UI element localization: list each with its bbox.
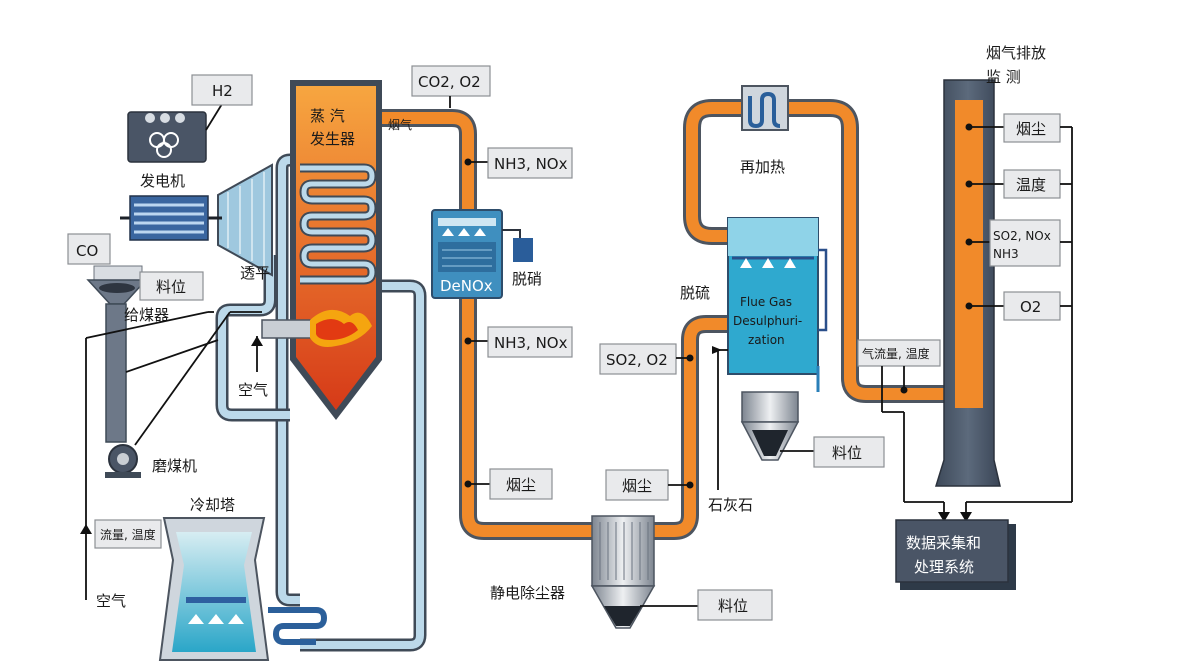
stack: 烟气排放 监 测 烟尘 温度 SO2, NOx NH3 O2 气流量, 温度 <box>857 44 1061 487</box>
stack-so2-nox-label: SO2, NOx <box>993 229 1051 243</box>
esp-label: 静电除尘器 <box>490 584 565 602</box>
gypsum-level-label: 料位 <box>832 444 862 462</box>
gypsum-level-box <box>813 436 885 468</box>
fgd-label-2: Desulphuri- <box>733 314 802 328</box>
signal-lines <box>882 126 1073 522</box>
gas-flow-temp-label: 气流量, 温度 <box>862 346 930 361</box>
cooling-tower: 冷却塔 <box>158 496 328 661</box>
so2-o2-box <box>599 343 677 375</box>
gypsum-hopper <box>741 391 799 423</box>
desulfurization-label: 脱硫 <box>680 284 710 302</box>
co2-o2-box <box>411 65 491 97</box>
denox-label: DeNOx <box>440 277 493 295</box>
daq-box <box>895 519 1009 583</box>
limestone-label: 石灰石 <box>708 496 753 514</box>
coal-pipe <box>105 303 127 443</box>
reheater: 再加热 <box>740 85 789 176</box>
denitration-label: 脱硝 <box>512 270 542 288</box>
gas-flow-temp-box <box>857 339 941 367</box>
steam-generator-label-1: 蒸 汽 <box>310 107 345 125</box>
generator: 发电机 H2 <box>120 74 253 241</box>
ammonia-tank <box>513 238 533 262</box>
h2-label: H2 <box>212 82 233 100</box>
stack-nh3-label: NH3 <box>993 247 1019 261</box>
stack-temp-box <box>1003 169 1061 199</box>
nh3-nox-label-1: NH3, NOx <box>494 155 568 173</box>
co-label-box <box>67 233 111 265</box>
h2-label-box <box>191 74 253 106</box>
stack-dust-box <box>1003 113 1061 143</box>
co2-o2-label: CO2, O2 <box>418 73 481 91</box>
dust-label-2: 烟尘 <box>622 477 652 495</box>
reheat-label: 再加热 <box>740 158 785 176</box>
steam-generator: 蒸 汽 发生器 <box>261 80 382 420</box>
coal-feeder-label: 给煤器 <box>124 306 169 324</box>
stack-title-1: 烟气排放 <box>986 44 1046 62</box>
fgd-absorber: Flue Gas Desulphuri- zation 脱硫 石灰石 料位 <box>680 217 885 514</box>
stack-so2-nox-box <box>989 219 1061 267</box>
esp-level-box <box>697 589 773 621</box>
steam-water-pipes <box>215 153 427 652</box>
flue-gas-label: 烟气 <box>388 117 412 132</box>
daq-label-2: 处理系统 <box>914 558 974 576</box>
fgd-label-1: Flue Gas <box>740 295 792 309</box>
turbine-label: 透平 <box>240 264 270 282</box>
esp-body <box>591 515 655 587</box>
stack-o2-label: O2 <box>1020 298 1041 316</box>
coal-mill-label: 磨煤机 <box>152 457 197 475</box>
dust-label-1: 烟尘 <box>506 476 536 494</box>
flow-temp-label: 流量, 温度 <box>100 527 156 542</box>
esp-level-label: 料位 <box>718 597 748 615</box>
stack-temp-label: 温度 <box>1016 176 1046 194</box>
cooling-tower-label: 冷却塔 <box>190 496 235 514</box>
fgd-label-3: zation <box>748 333 785 347</box>
stack-flue <box>955 100 983 408</box>
electrostatic-precipitator: 静电除尘器 料位 <box>490 515 773 629</box>
duct-analyzers: CO2, O2 NH3, NOx NH3, NOx 烟尘 <box>411 65 573 500</box>
data-acquisition-system: 数据采集和 处理系统 <box>895 519 1016 590</box>
so2-o2-label: SO2, O2 <box>606 351 668 369</box>
flow-temp-box <box>94 519 162 549</box>
nh3-nox-box-2 <box>487 326 573 358</box>
steam-generator-label-2: 发生器 <box>310 130 355 148</box>
denox-unit: DeNOx 脱硝 <box>431 209 542 299</box>
coal-feed-system: CO 磨煤机 料位 给煤器 空气 流量, 温度 空气 <box>67 233 268 610</box>
stack-dust-label: 烟尘 <box>1016 120 1046 138</box>
turbine: 透平 <box>217 163 273 282</box>
daq-label-1: 数据采集和 <box>906 534 981 552</box>
feeder-level-label: 料位 <box>156 278 186 296</box>
air-label-inlet: 空气 <box>96 592 126 610</box>
generator-body <box>127 111 207 163</box>
nh3-nox-label-2: NH3, NOx <box>494 334 568 352</box>
air-label-boiler: 空气 <box>238 381 268 399</box>
feeder-level-box <box>139 271 204 301</box>
dust-box-1 <box>489 468 553 500</box>
burner <box>261 319 313 339</box>
nh3-nox-box-1 <box>487 147 573 179</box>
stack-title-2: 监 测 <box>986 68 1021 86</box>
generator-label: 发电机 <box>140 172 185 190</box>
co-label: CO <box>76 242 98 260</box>
